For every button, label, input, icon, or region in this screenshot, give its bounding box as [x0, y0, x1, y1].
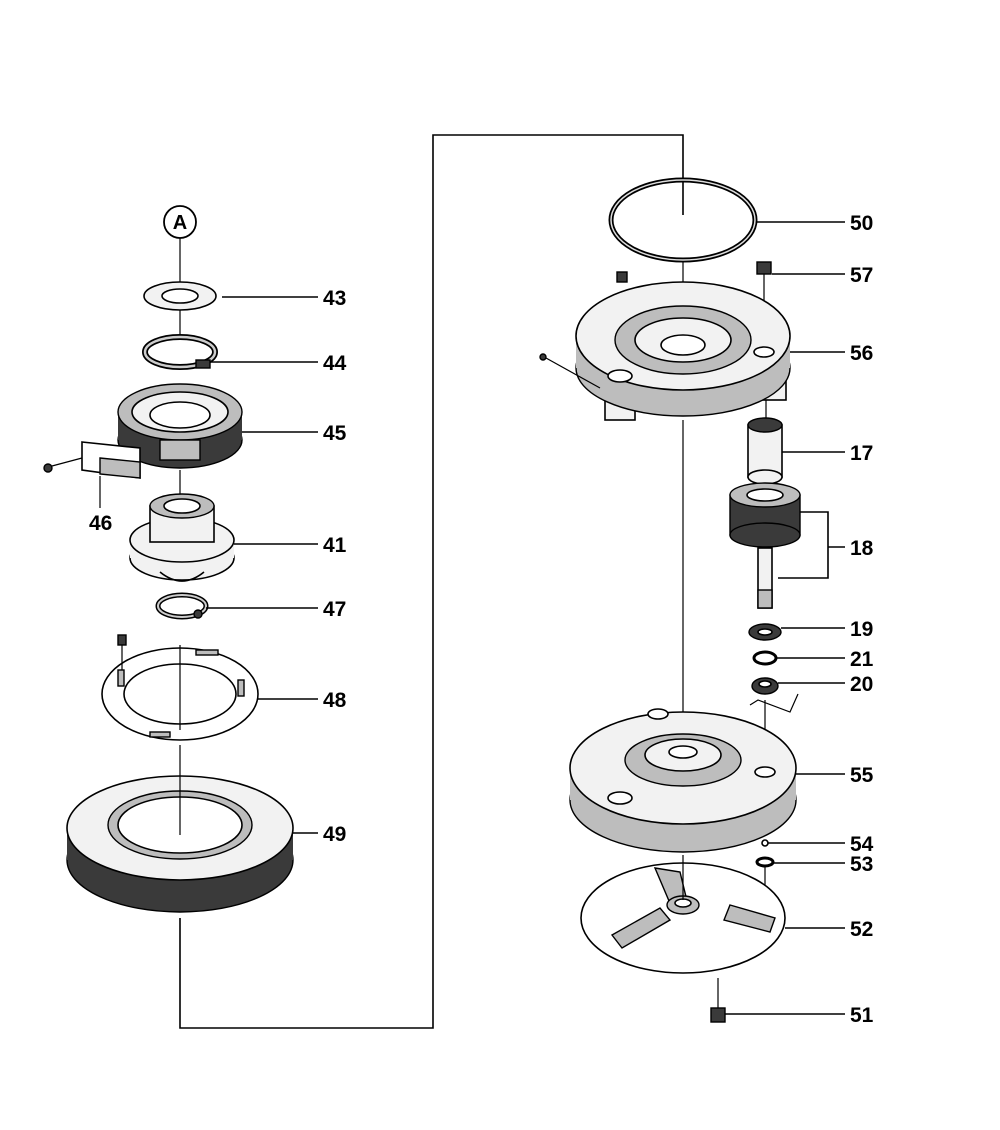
- callout-46: 46: [89, 512, 112, 535]
- part-19-washer: [748, 623, 782, 641]
- callout-47: 47: [323, 598, 346, 621]
- callout-43: 43: [323, 287, 346, 310]
- part-53-spring-washer: [755, 856, 775, 868]
- callout-57: 57: [850, 264, 873, 287]
- callout-55: 55: [850, 764, 874, 787]
- part-17-bushing: [747, 400, 783, 485]
- part-50-o-ring: [608, 177, 758, 263]
- part-47-circlip: [155, 592, 209, 620]
- part-20-washer: [749, 677, 799, 713]
- part-55-base-plate: [569, 708, 797, 853]
- part-46-label-plate: [43, 441, 141, 508]
- part-44-snap-ring: [142, 334, 218, 370]
- part-54-ball: [761, 839, 769, 847]
- callout-17: 17: [850, 442, 873, 465]
- callout-48: 48: [323, 689, 347, 712]
- part-43-washer: [143, 281, 217, 311]
- marker-a: A: [163, 205, 197, 239]
- callout-20: 20: [850, 673, 873, 696]
- part-56-housing-plate: [539, 271, 791, 421]
- part-21-o-ring: [752, 650, 778, 666]
- marker-a-label: A: [173, 212, 187, 234]
- part-52-blade-disc: [580, 862, 786, 974]
- part-45-ring-gear: [117, 383, 243, 469]
- callout-51: 51: [850, 1004, 874, 1027]
- assembly-connector-line: [179, 134, 684, 1029]
- callout-19: 19: [850, 618, 873, 641]
- callout-21: 21: [850, 648, 874, 671]
- callout-54: 54: [850, 833, 874, 856]
- callout-41: 41: [323, 534, 347, 557]
- callout-52: 52: [850, 918, 873, 941]
- callout-44: 44: [323, 352, 347, 375]
- part-41-hub: [129, 493, 235, 582]
- part-51-bolt: [710, 978, 726, 1023]
- callout-56: 56: [850, 342, 873, 365]
- callout-18: 18: [850, 537, 874, 560]
- callout-49: 49: [323, 823, 346, 846]
- callout-45: 45: [323, 422, 347, 445]
- callout-53: 53: [850, 853, 873, 876]
- leader-18: [778, 511, 829, 579]
- part-18-gear-shaft: [729, 482, 801, 609]
- callout-50: 50: [850, 212, 873, 235]
